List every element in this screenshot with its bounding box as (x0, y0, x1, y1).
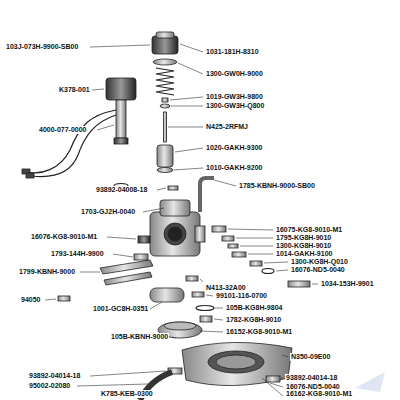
part-number: 16076-ND5-0040 (290, 266, 346, 274)
part-number: 1001-GC8H-0351 (92, 305, 149, 313)
part-number: 1010-GAKH-9200 (205, 164, 263, 172)
part-number: 1300-KG8H-Q010 (290, 258, 349, 266)
part-number: 1793-144H-9900 (50, 250, 105, 258)
part-number: 16152-KG8-9010-M1 (225, 328, 293, 336)
part-number: 95002-02080 (28, 382, 71, 390)
part-number: 1300-GW3H-Q800 (205, 102, 265, 110)
part-number: K378-001 (58, 86, 91, 94)
part-number: 1782-KG8H-9010 (225, 316, 282, 324)
part-number: 16162-KG8-9010-M1 (285, 390, 353, 398)
part-number: 1795-KG8H-9010 (275, 234, 332, 242)
part-number: 16075-KG8-9010-M1 (275, 226, 343, 234)
part-number: 93892-04014-18 (285, 374, 338, 382)
part-number: 4000-077-0000 (38, 126, 88, 134)
part-number: 103J-073H-9900-SB00 (5, 43, 79, 51)
part-number: N413-32A00 (205, 284, 247, 292)
part-number: 94050 (20, 296, 41, 304)
part-number: 1019-GW3H-9800 (205, 93, 264, 101)
part-number: 1703-GJ2H-0040 (80, 208, 136, 216)
part-number: 93892-04008-18 (95, 186, 148, 194)
part-number: 1785-KBNH-9000-SB00 (238, 182, 316, 190)
part-number: 1031-181H-8310 (205, 48, 260, 56)
part-number: 1014-GAKH-9100 (275, 250, 333, 258)
part-number: K785-KEB-0300 (100, 390, 154, 398)
part-number: 1034-153H-9901 (320, 280, 375, 288)
part-number: 1300-KG8H-9010 (275, 242, 332, 250)
part-number: 16076-KG8-9010-M1 (30, 233, 98, 241)
part-number: 1020-GAKH-9300 (205, 144, 263, 152)
part-number: 99101-116-0700 (215, 292, 268, 300)
part-number: 1799-KBNH-9000 (18, 268, 76, 276)
part-number: 105B-KG8H-9804 (225, 304, 283, 312)
leader-lines (45, 44, 318, 396)
part-number: N350-09E00 (290, 353, 331, 361)
part-number: 1300-GW0H-9000 (205, 70, 264, 78)
part-number: 105B-KBNH-9000 (110, 333, 169, 341)
part-number: 93892-04014-18 (28, 372, 81, 380)
part-number: N425-2RFMJ (205, 123, 249, 131)
